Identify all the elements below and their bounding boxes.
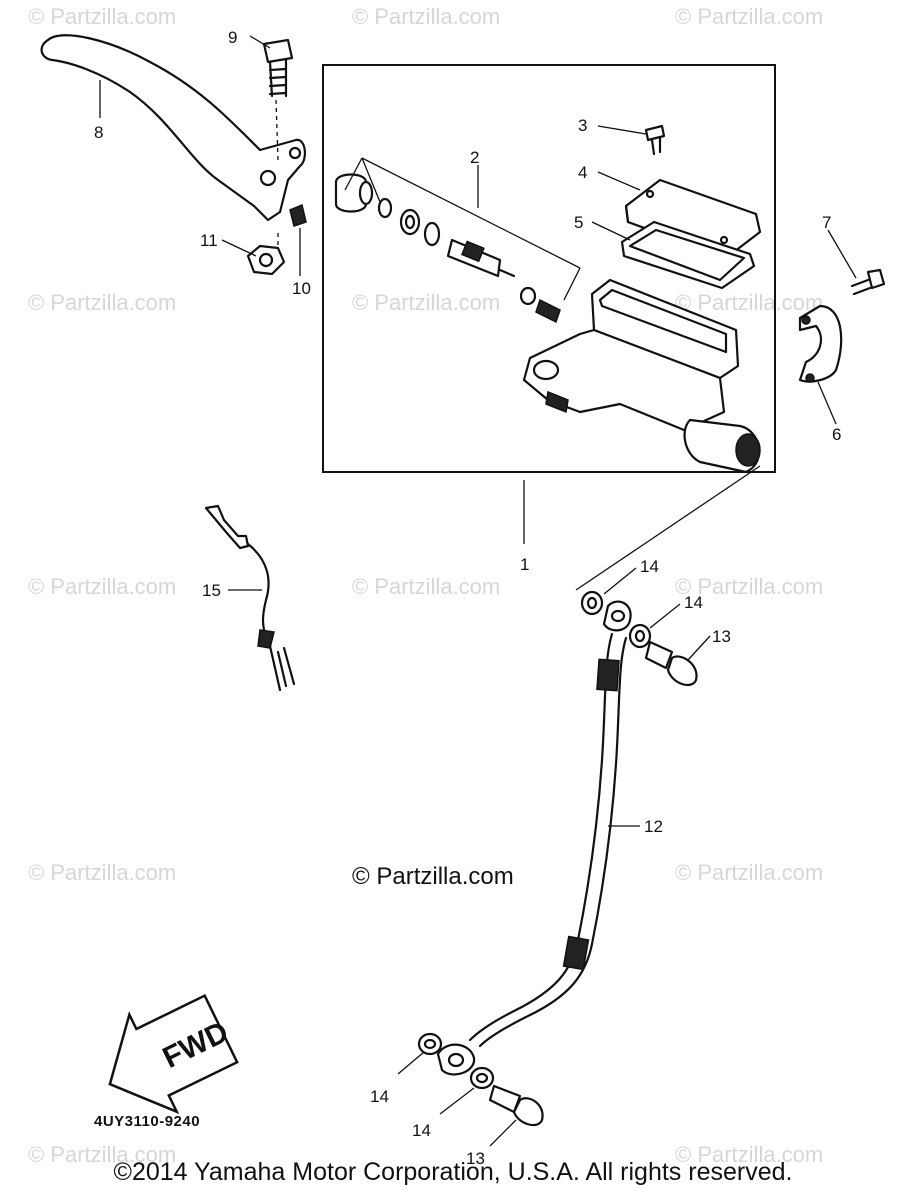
fwd-arrow-icon: FWD [108, 994, 239, 1115]
callout-6: 6 [832, 425, 841, 444]
callout-7: 7 [822, 213, 831, 232]
callout-11: 11 [200, 231, 218, 250]
watermark: © Partzilla.com [28, 574, 176, 599]
callout-9: 9 [228, 28, 237, 47]
assembly-box [322, 64, 776, 473]
brake-hose-part-12[interactable] [436, 600, 632, 1076]
callout-5: 5 [574, 213, 583, 232]
diagram-code: 4UY3110-9240 [94, 1113, 200, 1130]
washers-part-14[interactable] [417, 590, 652, 1090]
watermark-layer: © Partzilla.com © Partzilla.com © Partzi… [28, 4, 823, 1167]
pivot-bolt-part-9[interactable] [262, 38, 294, 161]
clamp-bolt-part-7[interactable] [850, 268, 886, 296]
watermark: © Partzilla.com [28, 4, 176, 29]
callout-12: 12 [644, 817, 663, 836]
callout-4: 4 [578, 163, 587, 182]
watermark: © Partzilla.com [352, 4, 500, 29]
callout-15: 15 [202, 581, 221, 600]
leader-lines [99, 35, 857, 1147]
watermark: © Partzilla.com [28, 860, 176, 885]
union-bolt-part-13[interactable] [488, 640, 698, 1127]
callout-13: 13 [466, 1149, 485, 1168]
callout-14: 14 [370, 1087, 389, 1106]
nut-part-11[interactable] [246, 230, 286, 276]
callout-14: 14 [640, 557, 659, 576]
reservoir-cap-part-4[interactable] [624, 178, 762, 260]
callout-2: 2 [470, 148, 479, 167]
master-cylinder-body[interactable] [522, 278, 761, 474]
callout-14: 14 [412, 1121, 431, 1140]
callout-10: 10 [292, 279, 311, 298]
partzilla-watermark: © Partzilla.com [352, 863, 514, 890]
watermark: © Partzilla.com [675, 4, 823, 29]
callout-13: 13 [712, 627, 731, 646]
screw-part-3[interactable] [644, 124, 666, 156]
watermark: © Partzilla.com [675, 290, 823, 315]
piston-kit-part-2[interactable] [334, 157, 581, 324]
watermark: © Partzilla.com [352, 574, 500, 599]
brake-lever-part-8[interactable] [40, 34, 306, 222]
callout-14: 14 [684, 593, 703, 612]
callout-3: 3 [578, 116, 587, 135]
watermark: © Partzilla.com [28, 1142, 176, 1167]
callout-8: 8 [94, 123, 103, 142]
brake-switch-part-15[interactable] [204, 504, 296, 692]
diaphragm-part-5[interactable] [620, 220, 756, 290]
watermark: © Partzilla.com [675, 574, 823, 599]
callout-labels: 1 2 3 4 5 6 7 8 9 10 11 12 13 13 14 14 1… [94, 28, 841, 1168]
watermark: © Partzilla.com [352, 290, 500, 315]
watermark: © Partzilla.com [28, 290, 176, 315]
watermark: © Partzilla.com [675, 1142, 823, 1167]
watermark: © Partzilla.com [675, 860, 823, 885]
copyright-notice: ©2014 Yamaha Motor Corporation, U.S.A. A… [113, 1158, 793, 1186]
callout-1: 1 [520, 555, 529, 574]
holder-part-6[interactable] [798, 304, 843, 383]
spring-part-10[interactable] [289, 203, 307, 227]
